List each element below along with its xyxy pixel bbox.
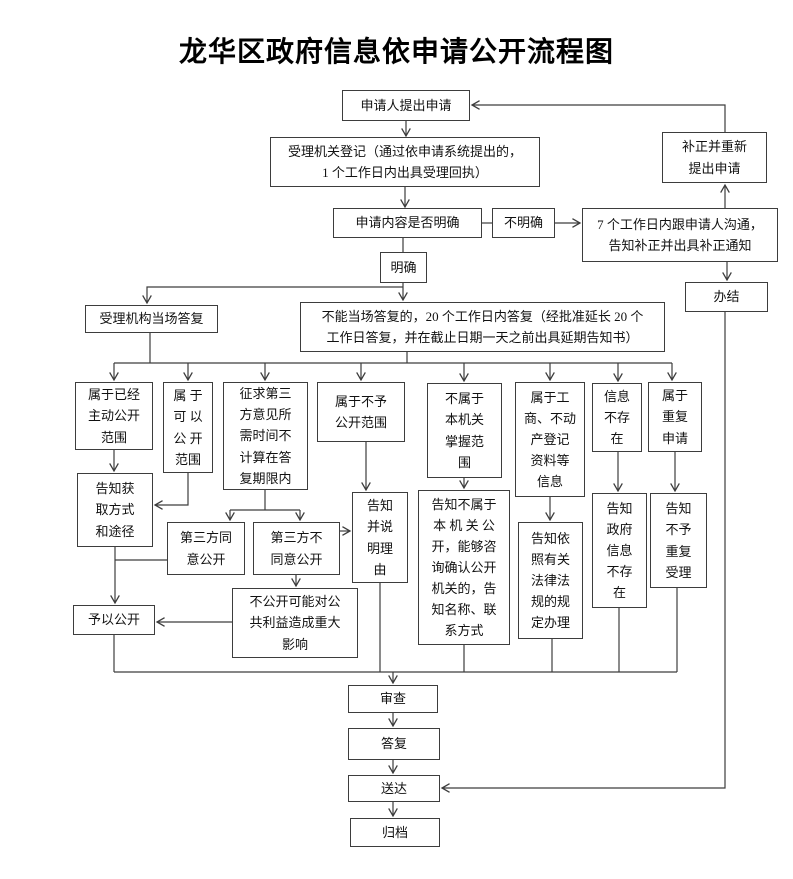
flowchart-title: 龙华区政府信息依申请公开流程图 [178,37,614,68]
node-onspot-reply: 受理机构当场答复 [85,305,218,333]
node-deliver: 送达 [348,775,440,802]
node-case-closed: 办结 [685,282,768,312]
node-inform-not-this-agency: 告知不属于 本 机 关 公 开，能够咨 询确认公开 机关的，告 知名称、联 系方… [418,490,510,645]
node-already-public: 属于已经 主动公开 范围 [75,382,153,450]
node-third-party-agree: 第三方同 意公开 [167,522,245,575]
node-inform-access-way: 告知获 取方式 和途径 [77,473,153,547]
node-grant-disclosure: 予以公开 [73,605,155,635]
node-repeat-request: 属于 重复 申请 [648,382,702,452]
node-applicant-submit: 申请人提出申请 [342,90,470,121]
node-inform-info-not-exist: 告知 政府 信息 不存 在 [592,493,647,608]
node-communicate-7days: 7 个工作日内跟申请人沟通， 告知补正并出具补正通知 [582,208,778,262]
node-unclear: 不明确 [492,208,555,238]
edge-correct-resubmit-to-applicant-submit [470,100,726,132]
node-clear: 明确 [380,252,427,283]
node-inform-per-law: 告知依 照有关 法律法 规的规 定办理 [518,522,583,639]
node-not-our-agency: 不属于 本机关 掌握范 围 [427,383,502,478]
node-commercial-registry-info: 属于工 商、不动 产登记 资料等 信息 [515,382,585,497]
node-third-party-time: 征求第三 方意见所 需时间不 计算在答 复期限内 [223,382,308,490]
node-correct-resubmit: 补正并重新 提出申请 [662,132,767,183]
node-review: 审查 [348,685,438,713]
edge-clear-to-onspot-reply [142,286,403,305]
node-reply: 答复 [348,728,440,760]
node-can-public: 属 于 可 以 公 开 范围 [163,382,213,473]
node-nondisclosure-public-interest: 不公开可能对公 共利益造成重大 影响 [232,588,358,658]
node-inform-with-reason: 告知 并说 明理 由 [352,492,408,583]
node-archive: 归档 [350,818,440,847]
node-third-party-disagree: 第三方不 同意公开 [253,522,340,575]
node-accept-register: 受理机关登记（通过依申请系统提出的， 1 个工作日内出具受理回执） [270,137,540,187]
node-inform-no-repeat: 告知 不予 重复 受理 [650,493,707,588]
node-content-clear-question: 申请内容是否明确 [333,208,482,238]
edge-case-closed-to-deliver [440,312,726,793]
node-info-not-exist: 信息 不存 在 [592,383,642,452]
node-reply-20days: 不能当场答复的，20 个工作日内答复（经批准延长 20 个 工作日答复，并在截止… [300,302,665,352]
node-not-public-scope: 属于不予 公开范围 [317,382,405,442]
edge-can-public-to-inform-access-way [153,473,189,510]
